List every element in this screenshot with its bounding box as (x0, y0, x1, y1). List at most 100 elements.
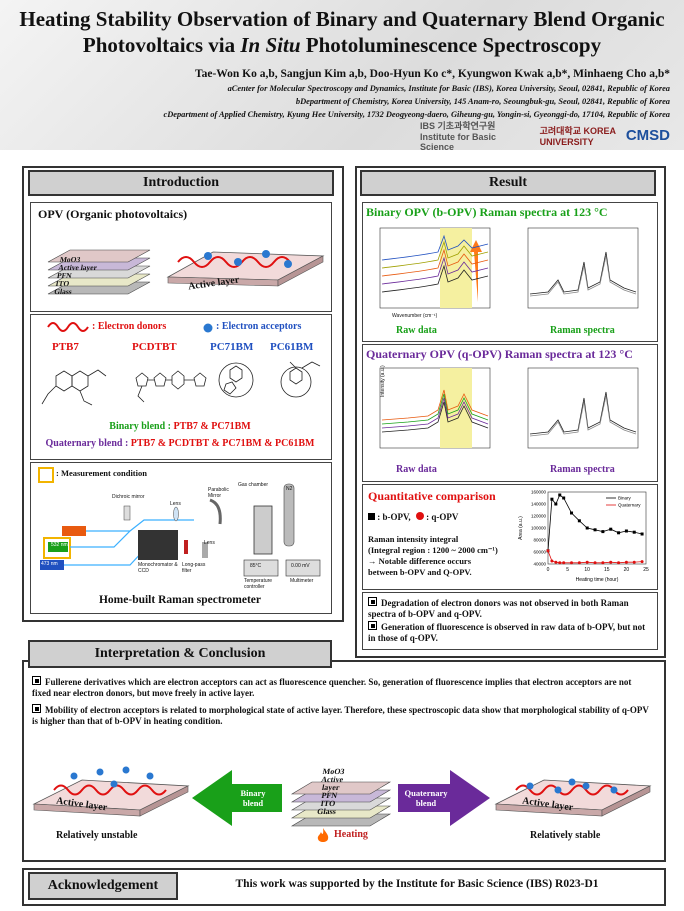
data-point-quaternary (617, 561, 621, 565)
conclusion-graphic (32, 766, 652, 827)
quaternary-arrow-label: Quaternary blend (404, 788, 448, 808)
stable-layer (494, 778, 652, 817)
bullet-icon (32, 676, 41, 685)
binary-raman-caption: Raman spectra (550, 325, 615, 336)
binary-arrow-label: Binary blend (240, 788, 266, 808)
n2-cylinder (283, 483, 295, 547)
multimeter (285, 559, 321, 577)
binary-spectra-graphic (379, 227, 639, 309)
donor-chain (177, 256, 291, 268)
legend-entry: Quaternary (618, 503, 641, 508)
ibs-logo: IBS 기초과학연구원 Institute for Basic Science (420, 120, 497, 152)
parabolic-mirror (209, 498, 222, 525)
stable-label: Relatively stable (530, 830, 601, 841)
poster-header (0, 0, 684, 150)
poster-title: Heating Stability Observation of Binary … (0, 6, 684, 58)
label-temperature-controller: Temperature controller (244, 578, 273, 590)
label-gas-chamber: Gas chamber (238, 482, 269, 488)
binary-xlabel: Wavenumber (cm⁻¹) (392, 313, 438, 319)
data-point-binary (609, 527, 613, 531)
data-point-quaternary (593, 561, 597, 565)
opv-stack-graphic (47, 249, 325, 295)
data-point-binary (550, 497, 554, 501)
plot-area (547, 491, 647, 565)
data-point-quaternary (585, 560, 589, 564)
label-long-pass-filter: Long-pass filter (182, 562, 206, 574)
binary-arrow (192, 770, 282, 826)
title-line-2: Photovoltaics via In Situ Photoluminesce… (82, 33, 602, 57)
setup-caption: Home-built Raman spectrometer (98, 594, 262, 606)
data-point-binary (632, 530, 636, 534)
x-tick-label: 10 (584, 567, 590, 573)
monochromator (138, 530, 178, 560)
layer-labels: MoO3 Active layer PFN ITO Glass (53, 255, 98, 296)
y-tick-label: 120000 (531, 514, 547, 519)
data-point-quaternary (546, 549, 550, 553)
data-point-quaternary (570, 561, 574, 565)
quaternary-blend-line: Quaternary blend : PTB7 & PCDTBT & PC71B… (45, 438, 315, 449)
label-lens-1: Lens (170, 501, 181, 507)
result-bullet-1: Degradation of electron donors was not o… (368, 597, 629, 619)
data-point-quaternary (562, 561, 566, 565)
label-640: 640 nm (40, 526, 57, 532)
quaternary-raman-caption: Raman spectra (550, 464, 615, 475)
layer-stack (47, 249, 151, 295)
logo-row: IBS 기초과학연구원 Institute for Basic Science … (420, 121, 670, 152)
active-layer-slab (166, 251, 325, 281)
legend-entry: Binary (618, 496, 632, 501)
data-point-quaternary (550, 559, 554, 563)
label-parabolic-mirror: Parabolic Mirror (208, 487, 229, 499)
quantitative-title: Quantitative comparison (368, 489, 496, 503)
affiliation-a: aCenter for Molecular Spectroscopy and D… (227, 84, 670, 93)
molecule-pc71bm: PC71BM (210, 341, 254, 353)
data-point-quaternary (577, 561, 581, 565)
laser-532 (48, 542, 68, 552)
bullet-icon (368, 621, 377, 630)
x-tick-label: 5 (566, 567, 569, 573)
quaternary-raw-caption: Raw data (396, 464, 437, 475)
label-473: 473 nm (41, 561, 58, 567)
fire-icon (317, 828, 329, 842)
bullet-icon (368, 597, 377, 606)
data-point-binary (558, 493, 562, 497)
y-tick-label: 60000 (533, 550, 546, 555)
measurement-condition-label: : Measurement condition (56, 468, 147, 478)
temperature-controller (243, 559, 279, 577)
center-stack (290, 781, 392, 827)
affiliation-c: cDepartment of Applied Chemistry, Kyung … (163, 110, 670, 119)
data-point-quaternary (632, 560, 636, 564)
bullet-icon (32, 704, 41, 713)
data-point-binary (593, 528, 597, 532)
acceptor-ball-icon (203, 323, 213, 333)
acknowledgement-text: This work was supported by the Institute… (235, 878, 599, 890)
donor-wave-icon (47, 322, 89, 332)
data-point-binary (554, 502, 558, 506)
introduction-title: Introduction (28, 170, 334, 196)
y-tick-label: 100000 (531, 526, 547, 531)
label-n2: N2 (286, 486, 293, 492)
quant-legend: : b-OPV, : q-OPV (368, 512, 458, 522)
y-tick-label: 160000 (531, 490, 547, 495)
x-tick-label: 0 (547, 567, 550, 573)
laser-640 (62, 526, 86, 536)
molecule-ptb7: PTB7 (52, 341, 79, 353)
measurement-marker-icon (38, 467, 54, 483)
center-layer-labels: MoO3 Active layer PFN ITO Glass (316, 767, 346, 816)
author-list: Tae-Won Ko a,b, Sangjun Kim a,b, Doo-Hyu… (194, 68, 670, 80)
b-opv-square-icon (368, 513, 375, 520)
data-point-quaternary (624, 560, 628, 564)
interp-bullet-1: Fullerene derivatives which are electron… (32, 676, 632, 698)
laser-473 (40, 560, 64, 570)
x-tick-label: 15 (604, 567, 610, 573)
unstable-layer (32, 766, 190, 817)
unstable-label: Relatively unstable (56, 830, 138, 841)
opv-title: OPV (Organic photovoltaics) (38, 207, 188, 221)
label-lens-2: Lens (204, 540, 215, 546)
binary-blend-line: Binary blend : PTB7 & PC71BM (109, 421, 251, 432)
x-tick-label: 25 (643, 567, 649, 573)
data-point-quaternary (609, 560, 613, 564)
setup-box (30, 462, 332, 614)
label-532: 532 nm (51, 542, 68, 548)
data-point-binary (617, 531, 621, 535)
